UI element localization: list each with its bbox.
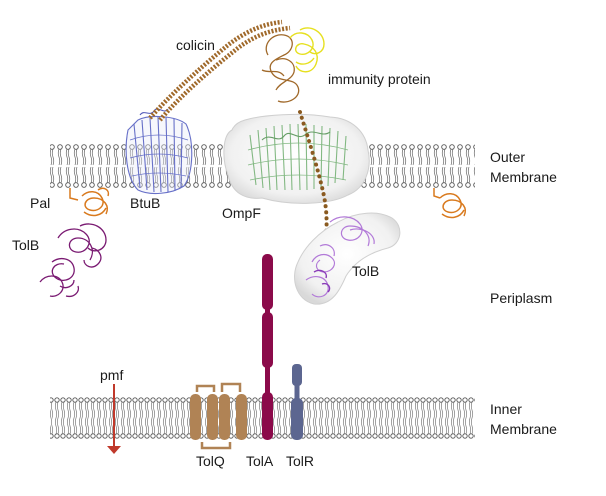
label-ompf: OmpF — [222, 205, 261, 221]
region-outer-line2: Membrane — [490, 169, 557, 185]
label-tolr: TolR — [286, 453, 314, 469]
tolb-left-protein — [39, 223, 107, 298]
label-colicin: colicin — [176, 37, 215, 53]
label-pal: Pal — [30, 195, 50, 211]
tola-protein — [262, 254, 273, 440]
tolr-protein — [291, 364, 303, 440]
region-periplasm: Periplasm — [490, 290, 552, 306]
pal-protein — [69, 187, 110, 217]
region-inner-line1: Inner — [490, 401, 522, 417]
pmf-arrow — [107, 384, 121, 454]
label-tolq: TolQ — [196, 453, 225, 469]
btub-protein — [125, 108, 193, 195]
tolq-protein — [190, 382, 247, 450]
colicin-protein — [148, 19, 329, 238]
immunity-protein — [289, 27, 325, 73]
label-btub: BtuB — [130, 195, 160, 211]
pal-right-protein — [433, 188, 466, 219]
tolb-right-protein — [294, 212, 401, 305]
region-outer-line1: Outer — [490, 149, 525, 165]
label-pmf: pmf — [100, 367, 123, 383]
label-tolb-right: TolB — [352, 263, 379, 279]
label-immunity-protein: immunity protein — [328, 71, 431, 87]
region-inner-line2: Membrane — [490, 421, 557, 437]
label-tolb-left: TolB — [12, 237, 39, 253]
label-tola: TolA — [246, 453, 274, 469]
ompf-protein — [223, 113, 370, 204]
